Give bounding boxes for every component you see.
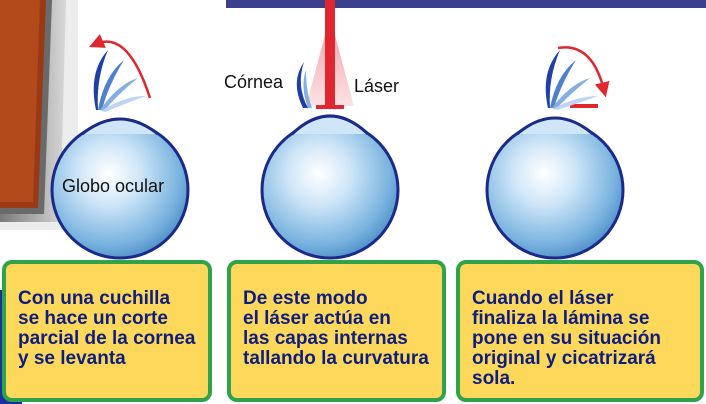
step-2-caption: De este modo el láser actúa en las capas…: [227, 260, 446, 402]
step-3-caption: Cuando el láser finaliza la lámina se po…: [456, 260, 704, 402]
eyeball-label: Globo ocular: [62, 176, 165, 196]
eye-step-1: [50, 34, 190, 260]
cornea-bulge: [81, 117, 159, 136]
decorative-frame: [0, 0, 78, 230]
eyeball: [260, 120, 400, 260]
lift-arrow-icon: [89, 34, 152, 99]
laser-label: Láser: [354, 76, 400, 96]
eye-step-2: [260, 0, 400, 260]
step-1-caption: Con una cuchilla se hace un corte parcia…: [2, 260, 212, 402]
cornea-label: Córnea: [224, 72, 284, 92]
cornea-bulge: [516, 116, 594, 136]
cornea-flap-icon: [93, 50, 146, 112]
header-bar: [226, 0, 706, 8]
flap-shadow: [303, 70, 312, 108]
cornea-flap-icon: [545, 50, 598, 110]
cornea-flap-icon: [296, 62, 308, 108]
eyeball: [485, 120, 625, 260]
close-arrow-icon: [557, 46, 610, 98]
cornea-bulge: [290, 114, 370, 136]
laser-beam: [325, 0, 335, 106]
eye-step-3: [485, 46, 625, 260]
